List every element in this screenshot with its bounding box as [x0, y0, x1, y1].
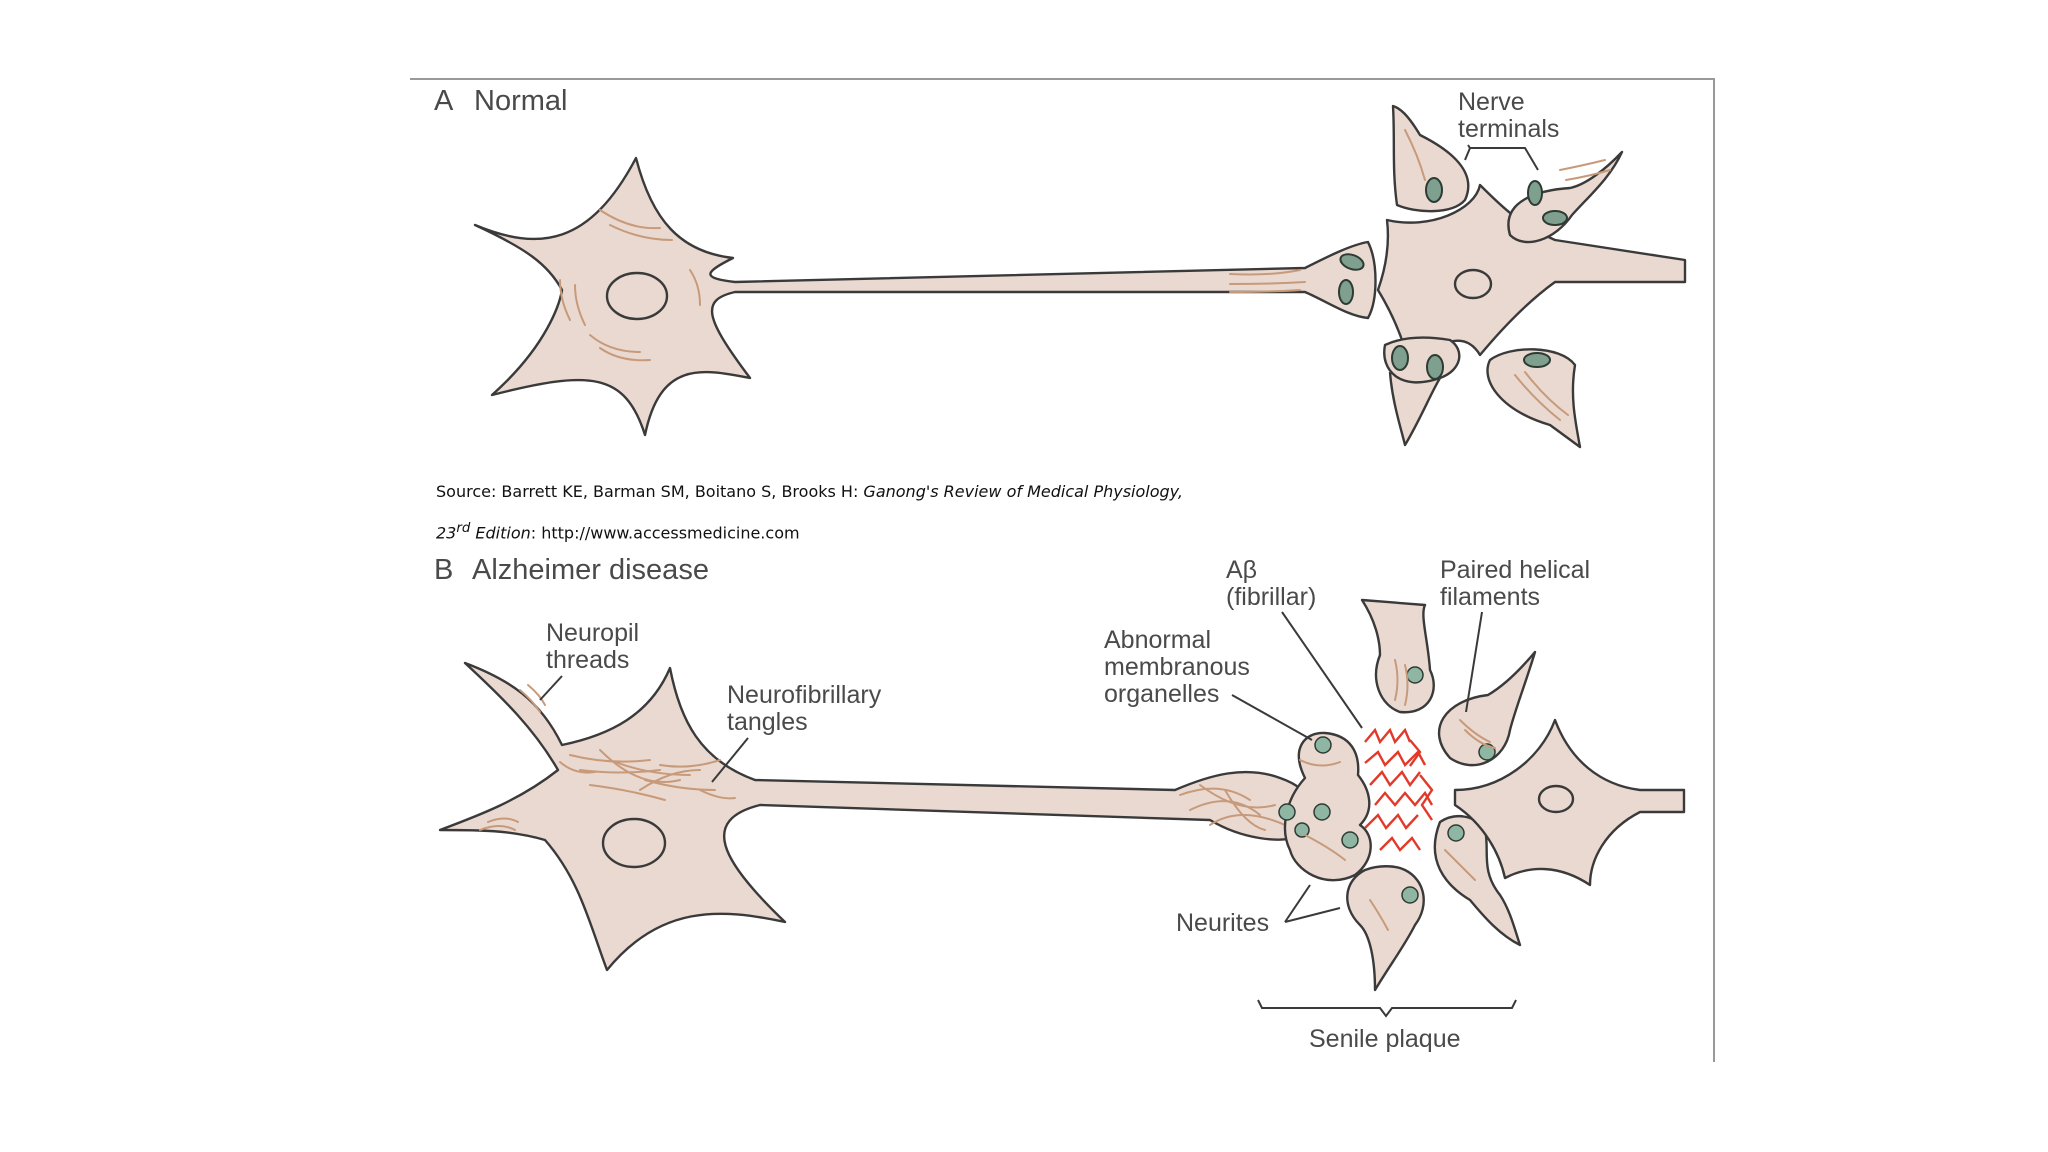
source-edition-word: Edition — [470, 523, 531, 543]
neuron-b-postsynaptic-nucleus — [1537, 784, 1575, 814]
neurites-label: Neurites — [1176, 909, 1269, 937]
panel-a: A Normal — [434, 85, 1687, 449]
abnormal-organelles-label: membranous — [1104, 653, 1250, 681]
terminal-a-mitochondrion — [1338, 279, 1354, 305]
terminal-a-mitochondrion — [1339, 253, 1365, 271]
neurite — [1346, 865, 1425, 992]
abnormal-organelles-leader — [1231, 694, 1313, 741]
abnormal-organelle — [1294, 822, 1310, 838]
amyloid-beta-fibrils — [1364, 727, 1434, 852]
neuron-a-soma — [473, 156, 1377, 437]
source-citation-line-2: 23rd Edition: http://www.accessmedicine.… — [436, 521, 800, 542]
axon-terminal-tangle — [1179, 784, 1286, 831]
paired-helical-filaments-label: filaments — [1440, 583, 1540, 611]
terminal-mitochondrion — [1542, 210, 1568, 226]
panel-a-title: Normal — [474, 85, 567, 117]
source-citation-line-1: Source: Barrett KE, Barman SM, Boitano S… — [436, 482, 1183, 501]
nerve-terminals-label: Nerve — [1458, 88, 1525, 116]
terminal-mitochondrion — [1523, 352, 1551, 368]
neurofibrillary-tangle-fibers — [479, 684, 736, 831]
neuron-a-nucleus — [605, 271, 669, 321]
neuropil-threads-leader — [539, 675, 563, 701]
source-book-title: Ganong's Review of Medical Physiology, — [863, 482, 1183, 501]
abeta-label: (fibrillar) — [1226, 583, 1316, 611]
abeta-label: Aβ — [1226, 556, 1257, 584]
neurite — [1437, 650, 1537, 767]
abeta-leader — [1281, 611, 1363, 729]
abnormal-organelle — [1278, 803, 1296, 821]
terminal-mitochondrion — [1425, 177, 1443, 203]
neurofibrillary-tangles-label: Neurofibrillary — [727, 681, 882, 709]
nerve-terminal — [1486, 348, 1582, 449]
nerve-terminal — [1507, 150, 1624, 244]
nerve-terminal — [1391, 104, 1470, 213]
paired-helical-filaments-label: Paired helical — [1440, 556, 1590, 584]
neuropil-threads-label: threads — [546, 646, 629, 674]
abnormal-organelles-label: organelles — [1104, 680, 1219, 708]
neurofibrillary-tangles-label: tangles — [727, 708, 808, 736]
source-prefix: Source: Barrett KE, Barman SM, Boitano S… — [436, 482, 864, 501]
source-url-link[interactable]: : http://www.accessmedicine.com — [530, 523, 800, 543]
senile-plaque-bracket — [1257, 999, 1517, 1018]
terminal-mitochondrion — [1527, 180, 1543, 206]
nerve-terminals-leader — [1464, 144, 1539, 171]
neurite-organelle — [1406, 666, 1424, 684]
panel-b-title: Alzheimer disease — [472, 554, 709, 586]
neuron-a-postsynaptic-soma — [1376, 183, 1687, 370]
nerve-terminals-label: terminals — [1458, 115, 1559, 143]
neuron-a-postsynaptic-nucleus — [1453, 268, 1493, 300]
neurite-organelle — [1447, 824, 1465, 842]
abnormal-organelle — [1314, 736, 1332, 754]
neurofibrillary-tangles-leader — [711, 737, 749, 783]
abnormal-organelle — [1341, 831, 1359, 849]
neurite — [1360, 598, 1435, 714]
neurites-leader — [1284, 884, 1341, 923]
source-edition-suffix: rd — [456, 521, 471, 536]
terminal-mitochondrion — [1426, 354, 1444, 380]
panel-b: B Alzheimer disease — [434, 554, 1686, 1053]
neuropil-threads-label: Neuropil — [546, 619, 639, 647]
neuron-b-nucleus — [601, 817, 667, 869]
source-edition-number: 23 — [436, 523, 457, 543]
panel-b-letter: B — [434, 554, 453, 586]
neuron-a-filaments — [559, 209, 1306, 362]
neurite-organelle — [1401, 886, 1419, 904]
neuron-b-soma — [438, 661, 1315, 972]
paired-helical-filaments-leader — [1465, 611, 1483, 713]
panel-a-letter: A — [434, 85, 454, 117]
senile-plaque-label: Senile plaque — [1309, 1025, 1461, 1053]
terminal-mitochondrion — [1391, 345, 1409, 371]
abnormal-organelle — [1313, 803, 1331, 821]
abnormal-organelles-label: Abnormal — [1104, 626, 1211, 654]
neuron-b-postsynaptic-soma — [1453, 718, 1686, 887]
